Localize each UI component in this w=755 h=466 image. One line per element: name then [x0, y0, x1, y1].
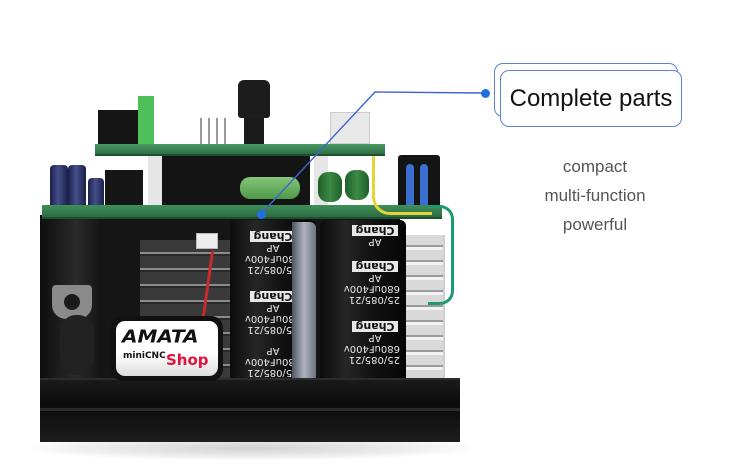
- capacitor-sleeve: [292, 222, 316, 382]
- cap-code: 25/085/21: [348, 354, 400, 365]
- logo-shop: Shop: [166, 351, 209, 369]
- cap-series: AP: [368, 332, 382, 343]
- feature-list: compact multi-function powerful: [520, 152, 670, 239]
- mounting-hole: [64, 294, 80, 310]
- vent-slot: [60, 315, 94, 375]
- feature-item: powerful: [562, 215, 628, 234]
- pcb-standoff: [148, 156, 162, 206]
- potentiometer-knob: [238, 80, 270, 118]
- cap-series: AP: [368, 272, 382, 283]
- feature-item: multi-function: [544, 186, 646, 205]
- logo-sub: miniCNC: [123, 351, 166, 361]
- capacitor-right: AP Chang 25/085/21 680uF400v AP Chang 25…: [320, 220, 406, 385]
- logo-brand: AMATA: [122, 325, 199, 347]
- cap-series: AP: [368, 236, 382, 247]
- connector-block: [98, 110, 144, 148]
- cap-brand: Chang: [352, 224, 398, 237]
- green-capacitor: [318, 172, 342, 202]
- callout-box: Complete parts: [500, 70, 682, 127]
- power-resistor: [240, 177, 300, 199]
- transformer-block: [105, 170, 143, 208]
- callout-end-dot: [481, 89, 490, 98]
- cap-brand: Chang: [250, 230, 296, 243]
- cap-code: 25/085/21: [348, 294, 400, 305]
- feature-item: compact: [562, 157, 628, 176]
- white-connector: [330, 112, 370, 144]
- wire-connector: [196, 233, 218, 249]
- brand-logo: AMATA miniCNC Shop: [111, 316, 223, 381]
- ground-wire: [428, 205, 454, 305]
- callout-title: Complete parts: [509, 84, 673, 112]
- heatsink-right: [405, 235, 445, 385]
- small-capacitor: [68, 165, 86, 210]
- small-capacitor: [50, 165, 68, 210]
- cap-rating: 680uF400v: [343, 283, 400, 294]
- pcb-upper: [95, 144, 385, 156]
- header-pins: [200, 118, 230, 146]
- cap-brand: Chang: [352, 260, 398, 273]
- potentiometer-shaft: [244, 116, 264, 146]
- small-capacitor: [88, 178, 104, 210]
- cap-brand: Chang: [352, 320, 398, 333]
- green-capacitor: [345, 170, 369, 200]
- base-groove: [40, 408, 460, 411]
- callout-anchor-dot: [257, 210, 266, 219]
- terminal-block: [138, 96, 154, 146]
- cap-brand: Chang: [250, 290, 296, 303]
- cap-rating: 680uF400v: [343, 343, 400, 354]
